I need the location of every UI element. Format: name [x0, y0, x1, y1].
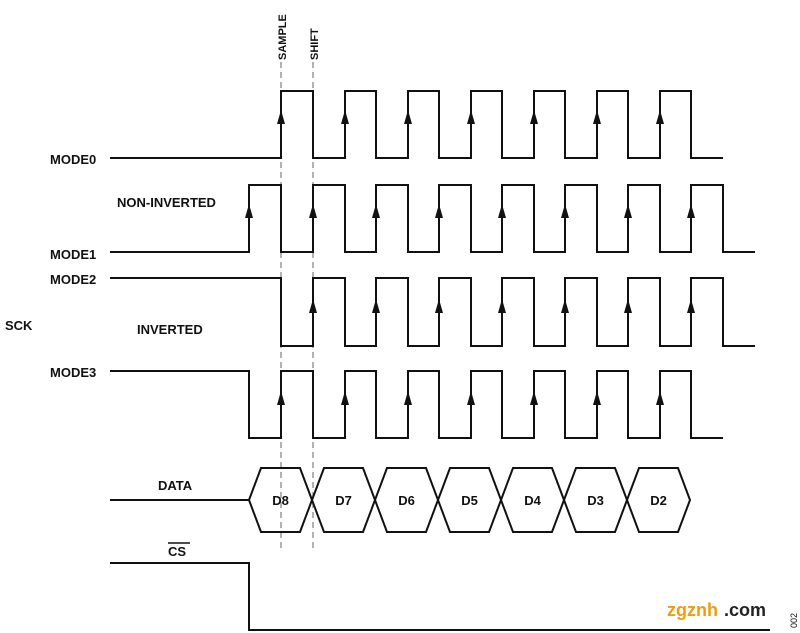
data-bit-label: D4 — [524, 493, 541, 508]
arrow-icon — [687, 299, 695, 313]
mode3-arrows — [277, 391, 664, 405]
arrow-icon — [341, 110, 349, 124]
arrow-icon — [561, 204, 569, 218]
arrow-icon — [309, 204, 317, 218]
data-bit-label: D3 — [587, 493, 604, 508]
arrow-icon — [624, 204, 632, 218]
arrow-icon — [624, 299, 632, 313]
arrow-icon — [467, 391, 475, 405]
mode2-label: MODE2 — [50, 272, 96, 287]
mode3-label: MODE3 — [50, 365, 96, 380]
data-label: DATA — [158, 478, 193, 493]
arrow-icon — [245, 204, 253, 218]
figure-number: 002 — [789, 613, 799, 628]
mode3-waveform — [110, 370, 723, 439]
mode1-arrows — [245, 204, 695, 218]
mode2-waveform — [110, 277, 755, 347]
arrow-icon — [277, 391, 285, 405]
arrow-icon — [656, 110, 664, 124]
mode0-arrows — [277, 110, 664, 124]
data-bit-label: D6 — [398, 493, 415, 508]
data-bit-label: D8 — [272, 493, 289, 508]
cs-label: CS — [168, 544, 186, 559]
arrow-icon — [498, 204, 506, 218]
mode0-label: MODE0 — [50, 152, 96, 167]
mode2-arrows — [309, 299, 695, 313]
shift-label: SHIFT — [309, 28, 321, 60]
inverted-label: INVERTED — [137, 322, 203, 337]
watermark-text-main: zgznh — [667, 600, 718, 620]
sample-label: SAMPLE — [277, 14, 289, 60]
arrow-icon — [404, 391, 412, 405]
data-bit-label: D2 — [650, 493, 667, 508]
arrow-icon — [467, 110, 475, 124]
mode0-waveform — [110, 90, 723, 159]
data-bit-hexagon — [625, 467, 692, 533]
watermark-logo: zgznh .com — [667, 600, 766, 620]
data-bits: D8 D7 D6 D5 D4 D3 D2 — [247, 467, 692, 533]
arrow-icon — [687, 204, 695, 218]
arrow-icon — [404, 110, 412, 124]
arrow-icon — [372, 299, 380, 313]
arrow-icon — [561, 299, 569, 313]
mode1-label: MODE1 — [50, 247, 96, 262]
arrow-icon — [435, 299, 443, 313]
arrow-icon — [593, 391, 601, 405]
arrow-icon — [593, 110, 601, 124]
arrow-icon — [530, 391, 538, 405]
non-inverted-label: NON-INVERTED — [117, 195, 216, 210]
data-bit-label: D7 — [335, 493, 352, 508]
watermark-text-domain: .com — [724, 600, 766, 620]
data-bit-label: D5 — [461, 493, 478, 508]
mode1-waveform — [110, 184, 755, 253]
arrow-icon — [530, 110, 538, 124]
arrow-icon — [435, 204, 443, 218]
arrow-icon — [341, 391, 349, 405]
arrow-icon — [277, 110, 285, 124]
sck-label: SCK — [5, 318, 33, 333]
cs-waveform — [110, 562, 770, 631]
arrow-icon — [309, 299, 317, 313]
arrow-icon — [656, 391, 664, 405]
arrow-icon — [498, 299, 506, 313]
arrow-icon — [372, 204, 380, 218]
